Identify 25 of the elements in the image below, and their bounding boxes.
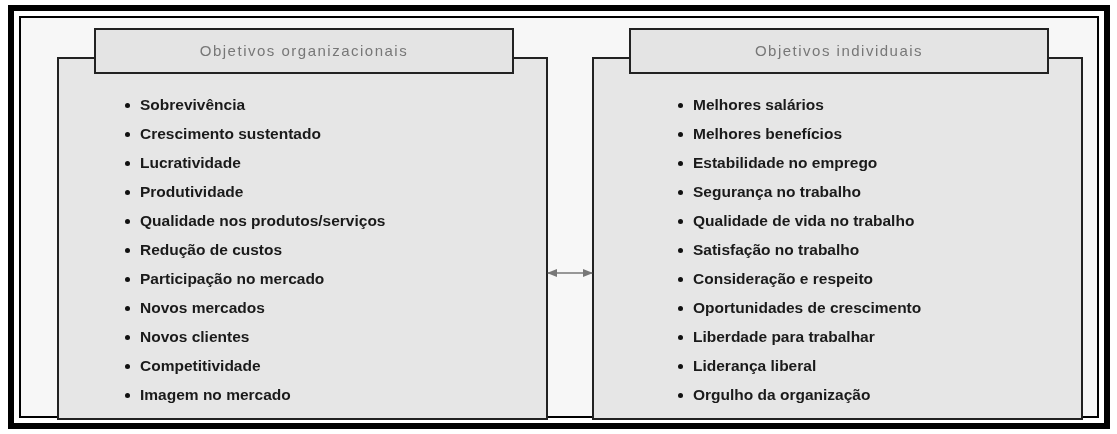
- list-item: Competitividade: [140, 356, 261, 377]
- list-item: Orgulho da organização: [693, 385, 871, 406]
- list-item: Novos clientes: [140, 327, 250, 348]
- list-item: Imagem no mercado: [140, 385, 291, 406]
- list-item: Lucratividade: [140, 153, 241, 174]
- list-item: Redução de custos: [140, 240, 283, 261]
- list-item: Consideração e respeito: [693, 269, 874, 290]
- list-item: Oportunidades de crescimento: [693, 298, 922, 319]
- list-item: Produtividade: [140, 182, 244, 203]
- double-arrow: [547, 269, 593, 277]
- list-item: Crescimento sustentado: [140, 124, 321, 145]
- list-item: Participação no mercado: [140, 269, 325, 290]
- heading-tab: Objetivos individuais: [629, 28, 1049, 74]
- list-item: Segurança no trabalho: [693, 182, 861, 203]
- list-item: Qualidade nos produtos/serviços: [140, 211, 386, 232]
- list-item: Liderança liberal: [693, 356, 817, 377]
- list-item: Melhores benefícios: [693, 124, 842, 145]
- list-item: Estabilidade no emprego: [693, 153, 878, 174]
- list-item: Qualidade de vida no trabalho: [693, 211, 915, 232]
- list-item: Liberdade para trabalhar: [693, 327, 875, 348]
- list-item: Satisfação no trabalho: [693, 240, 860, 261]
- list-item: Novos mercados: [140, 298, 265, 319]
- heading-tab: Objetivos organizacionais: [94, 28, 514, 74]
- list-item: Melhores salários: [693, 95, 824, 116]
- list-item: Sobrevivência: [140, 95, 246, 116]
